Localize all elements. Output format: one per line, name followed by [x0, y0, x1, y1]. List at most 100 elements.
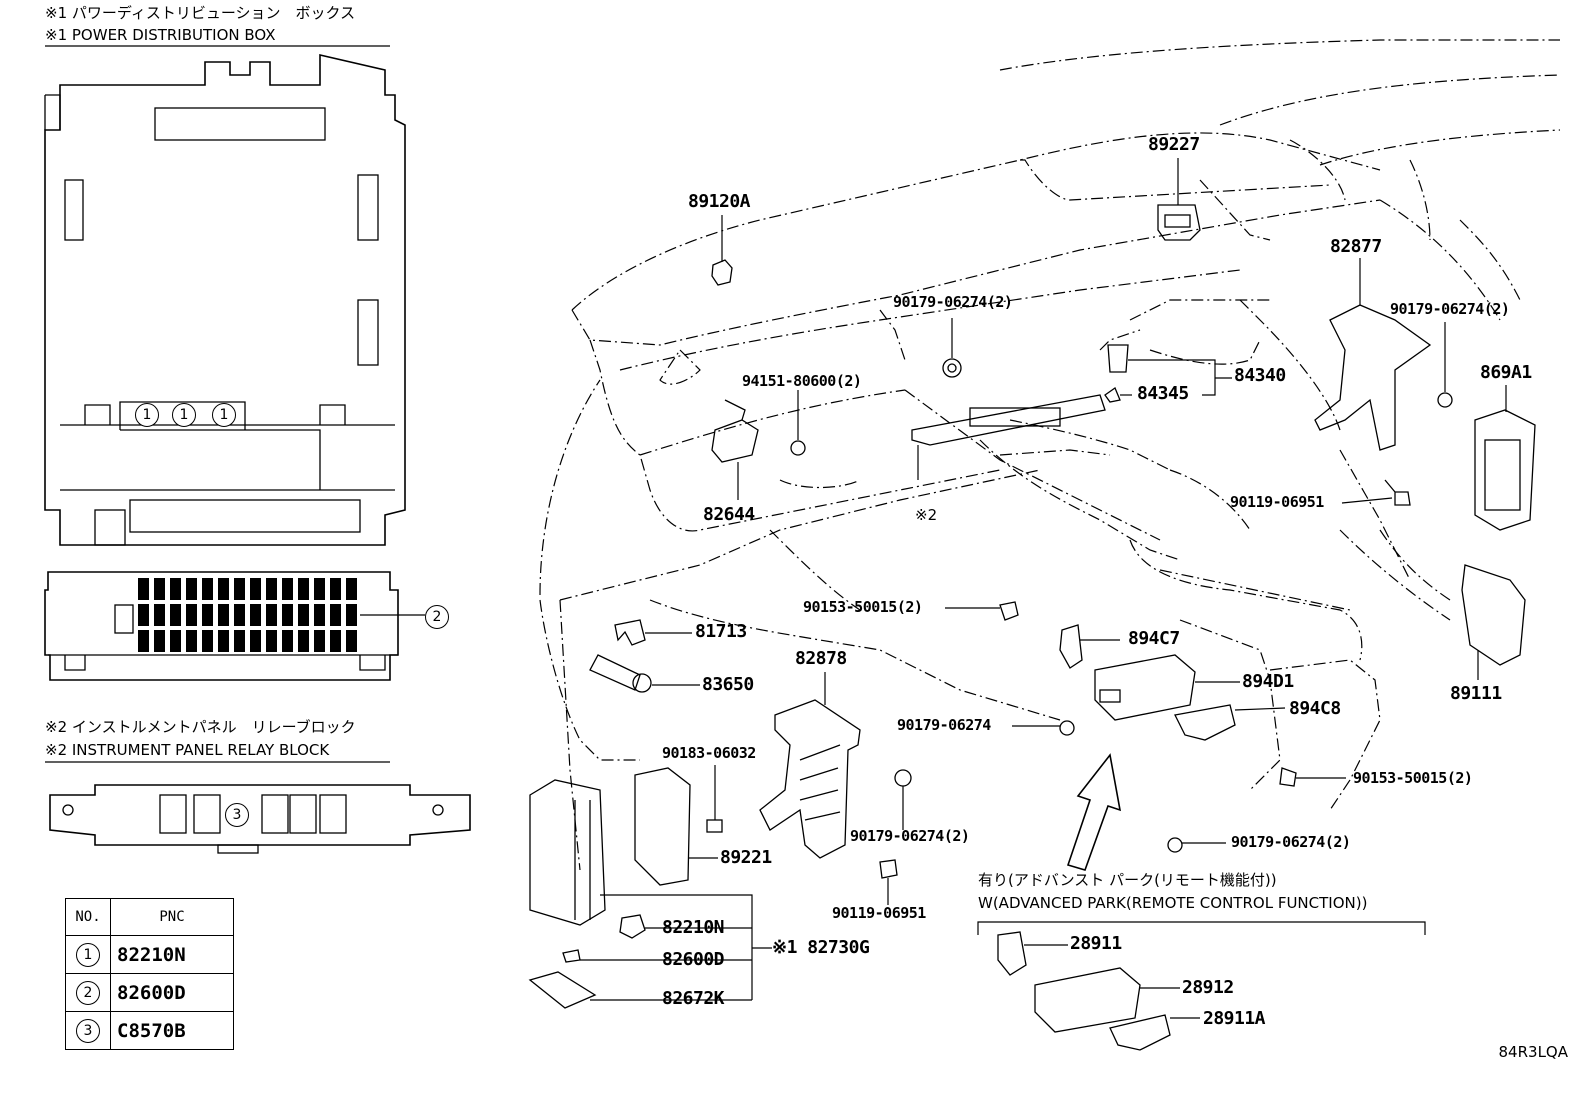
fuse-slot	[282, 578, 293, 600]
fuse-slot	[234, 604, 245, 626]
callout-1-c: 1	[212, 403, 236, 427]
table-row: 3 C8570B	[65, 1011, 234, 1050]
part-label-90183-06032: 90183-06032	[662, 744, 756, 762]
part-label-82210N: 82210N	[662, 917, 725, 938]
fuse-slot	[282, 630, 293, 652]
fuse-slot	[298, 604, 309, 626]
relay-block-marker: ※2	[915, 506, 938, 524]
fuse-slot	[202, 604, 213, 626]
note2-en: ※2 INSTRUMENT PANEL RELAY BLOCK	[45, 741, 330, 759]
callout-1-a: 1	[135, 403, 159, 427]
fuse-slot	[154, 578, 165, 600]
note1-jp: ※1 パワーディストリビューション ボックス	[45, 4, 356, 22]
pnc-table-header: NO. PNC	[65, 898, 234, 936]
row-pnc: C8570B	[110, 1011, 234, 1050]
part-label-82877: 82877	[1330, 236, 1382, 257]
table-row: 2 82600D	[65, 973, 234, 1012]
fuse-slot	[330, 578, 341, 600]
part-label-82878: 82878	[795, 648, 847, 669]
note1-en: ※1 POWER DISTRIBUTION BOX	[45, 26, 276, 44]
table-row: 1 82210N	[65, 935, 234, 974]
part-label-90179-06274-2-c: 90179-06274(2)	[850, 827, 970, 845]
fuse-slot	[250, 630, 261, 652]
fuse-slot	[186, 604, 197, 626]
fuse-slot	[346, 630, 357, 652]
part-label-869A1: 869A1	[1480, 362, 1532, 383]
header-no: NO.	[65, 898, 111, 936]
part-label-28911: 28911	[1070, 933, 1122, 954]
part-label-82730G: ※1 82730G	[772, 937, 870, 958]
part-label-894C8: 894C8	[1289, 698, 1341, 719]
part-label-90179-06274: 90179-06274	[897, 716, 991, 734]
fuse-slot	[266, 604, 277, 626]
fuse-slot	[170, 578, 181, 600]
relay-block-drawing	[44, 571, 425, 681]
fuse-slot	[266, 578, 277, 600]
component-drawings	[528, 204, 1536, 1051]
fuse-slot	[186, 630, 197, 652]
option-note-jp: 有り(アドバンスト パーク(リモート機能付))	[978, 871, 1277, 889]
part-label-90179-06274-2-a: 90179-06274(2)	[893, 293, 1013, 311]
part-label-83650: 83650	[702, 674, 754, 695]
part-label-90119-06951-a: 90119-06951	[1230, 493, 1324, 511]
fuse-slot	[170, 630, 181, 652]
fuse-slot	[186, 578, 197, 600]
part-label-90119-06951-b: 90119-06951	[832, 904, 926, 922]
row-pnc: 82600D	[110, 973, 234, 1012]
fuse-slot	[154, 604, 165, 626]
row-no: 1	[76, 942, 100, 967]
fuse-slot	[250, 578, 261, 600]
row-no: 2	[76, 980, 100, 1005]
part-label-28911A: 28911A	[1203, 1008, 1266, 1029]
part-label-82600D: 82600D	[662, 949, 725, 970]
fuse-slot	[314, 578, 325, 600]
fuse-slot	[314, 604, 325, 626]
part-label-90179-06274-2-d: 90179-06274(2)	[1231, 833, 1351, 851]
part-label-894D1: 894D1	[1242, 671, 1294, 692]
fuse-slot	[138, 604, 149, 626]
part-label-94151-80600-2: 94151-80600(2)	[742, 372, 862, 390]
fuse-slot	[266, 630, 277, 652]
fuse-slot	[138, 578, 149, 600]
fuse-slot	[314, 630, 325, 652]
part-label-81713: 81713	[695, 621, 747, 642]
callout-1-b: 1	[172, 403, 196, 427]
fuse-slot	[234, 578, 245, 600]
note2-jp: ※2 インストルメントパネル リレーブロック	[45, 718, 356, 736]
leader-lines	[580, 158, 1507, 1019]
part-label-89111: 89111	[1450, 683, 1502, 704]
part-label-894C7: 894C7	[1128, 628, 1180, 649]
fuse-grid	[138, 578, 357, 652]
fuse-slot	[298, 630, 309, 652]
part-label-90179-06274-2-b: 90179-06274(2)	[1390, 300, 1510, 318]
part-label-90153-50015-2-a: 90153-50015(2)	[803, 598, 923, 616]
fuse-slot	[138, 630, 149, 652]
fuse-slot	[250, 604, 261, 626]
illustration-code: 84R3LQA	[1498, 1043, 1568, 1061]
callout-2: 2	[425, 605, 449, 629]
fuse-slot	[330, 630, 341, 652]
part-label-28912: 28912	[1182, 977, 1234, 998]
fuse-slot	[346, 604, 357, 626]
part-label-89120A: 89120A	[688, 191, 751, 212]
row-no: 3	[76, 1018, 100, 1043]
fuse-slot	[218, 578, 229, 600]
fuse-slot	[330, 604, 341, 626]
power-distribution-box-drawing	[44, 53, 406, 546]
fuse-slot	[218, 604, 229, 626]
fuse-slot	[298, 578, 309, 600]
part-label-84340: 84340	[1234, 365, 1286, 386]
option-note-en: W(ADVANCED PARK(REMOTE CONTROL FUNCTION)…	[978, 894, 1368, 912]
row-pnc: 82210N	[110, 935, 234, 974]
part-label-89221: 89221	[720, 847, 772, 868]
fuse-slot	[202, 578, 213, 600]
part-label-89227: 89227	[1148, 134, 1200, 155]
header-pnc: PNC	[110, 898, 234, 936]
part-label-82644: 82644	[703, 504, 755, 525]
fuse-slot	[154, 630, 165, 652]
fuse-slot	[282, 604, 293, 626]
fuse-slot	[202, 630, 213, 652]
callout-3: 3	[225, 803, 249, 827]
